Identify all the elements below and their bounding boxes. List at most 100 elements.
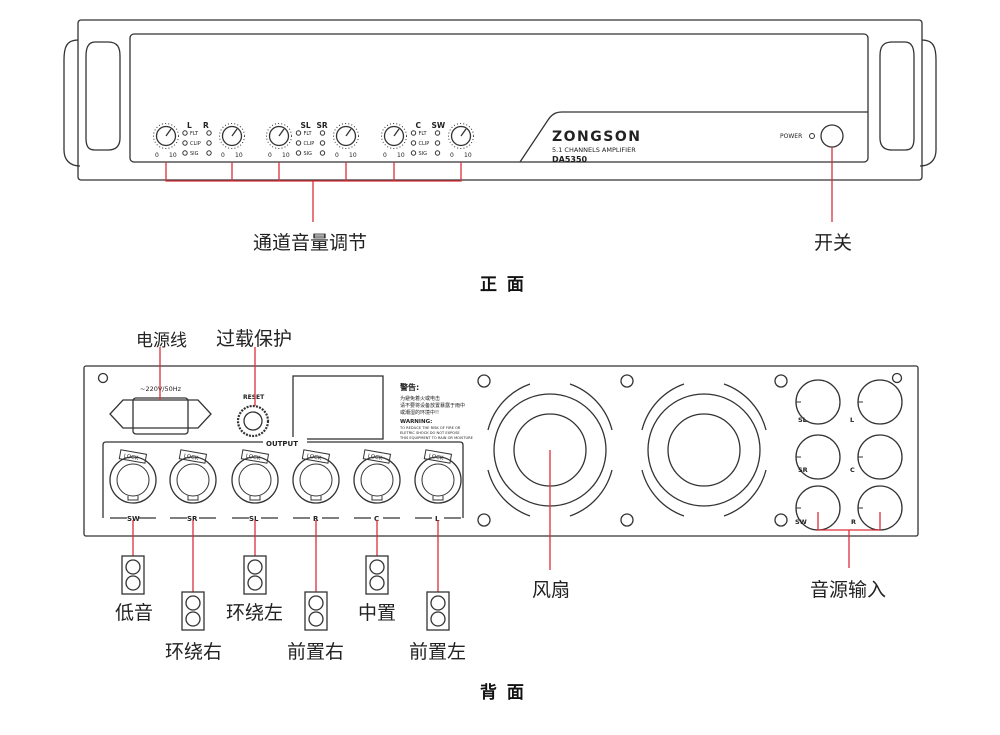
xlr-input-sr[interactable] — [795, 434, 841, 480]
knob-pointer — [231, 128, 238, 137]
connector-key — [371, 496, 383, 501]
connector-key — [127, 496, 139, 501]
speaker-surround-left-icon — [243, 555, 267, 595]
callout-volume: 通道音量调节 — [253, 232, 368, 254]
connector-key — [249, 496, 261, 501]
channel-label-sr: SR — [317, 121, 328, 130]
speakon-output-c[interactable]: LOCK — [353, 449, 401, 504]
xlr-input-c[interactable] — [857, 434, 903, 480]
led-right-clip — [434, 140, 441, 146]
connector-ring — [414, 456, 462, 504]
input-label-l: L — [850, 416, 854, 424]
xlr-body — [857, 379, 903, 425]
connector-inner — [176, 463, 210, 497]
connector-inner — [116, 463, 150, 497]
led-left-flt — [410, 130, 417, 136]
output-channel-label-c: C — [374, 515, 379, 523]
knob-body — [268, 125, 290, 147]
knob-scale-min: 0 — [335, 152, 339, 159]
volume-knob-2[interactable]: 0 10 — [266, 123, 292, 160]
input-label-sl: SL — [798, 416, 807, 424]
led-left-clip — [295, 140, 302, 146]
channel-label-r: R — [203, 121, 209, 130]
input-label-r: R — [851, 518, 856, 526]
knob-pointer — [345, 128, 352, 137]
led-right-flt — [434, 130, 441, 136]
input-label-sw: SW — [795, 518, 807, 526]
knob-body — [383, 125, 405, 147]
rear-panel — [83, 365, 919, 537]
model-number: DA5350 — [552, 155, 588, 164]
led-label-sig: SIG — [419, 151, 428, 157]
knob-body — [155, 125, 177, 147]
warning-cn-1: 为避免着火或电击 — [400, 395, 440, 402]
led-label-flt: FLT — [304, 131, 313, 137]
led-label-clip: CLIP — [304, 141, 315, 147]
knob-scale-min: 0 — [268, 152, 272, 159]
led-left-sig — [295, 150, 302, 156]
connector-key — [432, 496, 444, 501]
knob-scale-min: 0 — [155, 152, 159, 159]
front-callout-lines — [165, 147, 833, 222]
connector-key — [310, 496, 322, 501]
connector-inner — [299, 463, 333, 497]
speaker-front-left-icon — [426, 591, 450, 631]
connector-inner — [238, 463, 272, 497]
output-label: OUTPUT — [266, 440, 298, 448]
warning-en-3: THIS EQUIPMENT TO RAIN OR MOISTURE — [399, 436, 474, 440]
knob-pointer — [393, 128, 400, 137]
knob-scale-max: 10 — [282, 152, 290, 159]
warning-cn-3: 或潮湿的环境中!! — [400, 409, 439, 416]
speaker-subwoofer-icon — [121, 555, 145, 595]
speakon-output-sl[interactable]: LOCK — [231, 449, 279, 504]
speakon-output-l[interactable]: LOCK — [414, 449, 462, 504]
warning-cn-2: 请不要将设备放置暴露于雨中 — [400, 402, 465, 409]
left-handle — [85, 41, 121, 151]
output-channel-label-sr: SR — [187, 515, 198, 523]
knob-scale-ticks — [381, 123, 407, 149]
right-handle — [879, 41, 915, 151]
speakon-output-sw[interactable]: LOCK — [109, 449, 157, 504]
channel-label-l: L — [187, 121, 192, 130]
knob-body — [450, 125, 472, 147]
speakon-output-r[interactable]: LOCK — [292, 449, 340, 504]
rear-decor-circles — [477, 374, 788, 527]
led-right-flt — [319, 130, 326, 136]
brand-name: ZONGSON — [552, 129, 641, 145]
led-left-sig — [410, 150, 417, 156]
led-left-clip — [410, 140, 417, 146]
speakon-output-sr[interactable]: LOCK — [169, 449, 217, 504]
led-right-flt — [206, 130, 212, 136]
led-label-flt: FLT — [190, 131, 199, 137]
connector-key — [187, 496, 199, 501]
amplifier-subtitle: 5.1 CHANNELS AMPLIFIER — [552, 146, 636, 154]
knob-body — [221, 125, 243, 147]
knob-scale-max: 10 — [397, 152, 405, 159]
output-label-bg — [263, 437, 307, 447]
speaker-label-subwoofer: 低音 — [115, 602, 154, 624]
callout-switch: 开关 — [814, 232, 853, 254]
xlr-input-l[interactable] — [857, 379, 903, 425]
speaker-label-front-right: 前置右 — [287, 641, 345, 663]
speaker-icons — [121, 555, 450, 631]
power-switch[interactable] — [820, 124, 844, 148]
knob-scale-min: 0 — [221, 152, 225, 159]
warning-en-2: ELETRIC SHOCK DO NOT EXPOSE — [400, 431, 460, 435]
knob-body — [335, 125, 357, 147]
speaker-label-center: 中置 — [358, 602, 397, 624]
connector-inner — [421, 463, 455, 497]
led-right-clip — [206, 140, 212, 146]
xlr-input-sl[interactable] — [795, 379, 841, 425]
led-right-sig — [206, 150, 212, 156]
power-label: POWER — [780, 133, 802, 140]
led-right-sig — [434, 150, 441, 156]
